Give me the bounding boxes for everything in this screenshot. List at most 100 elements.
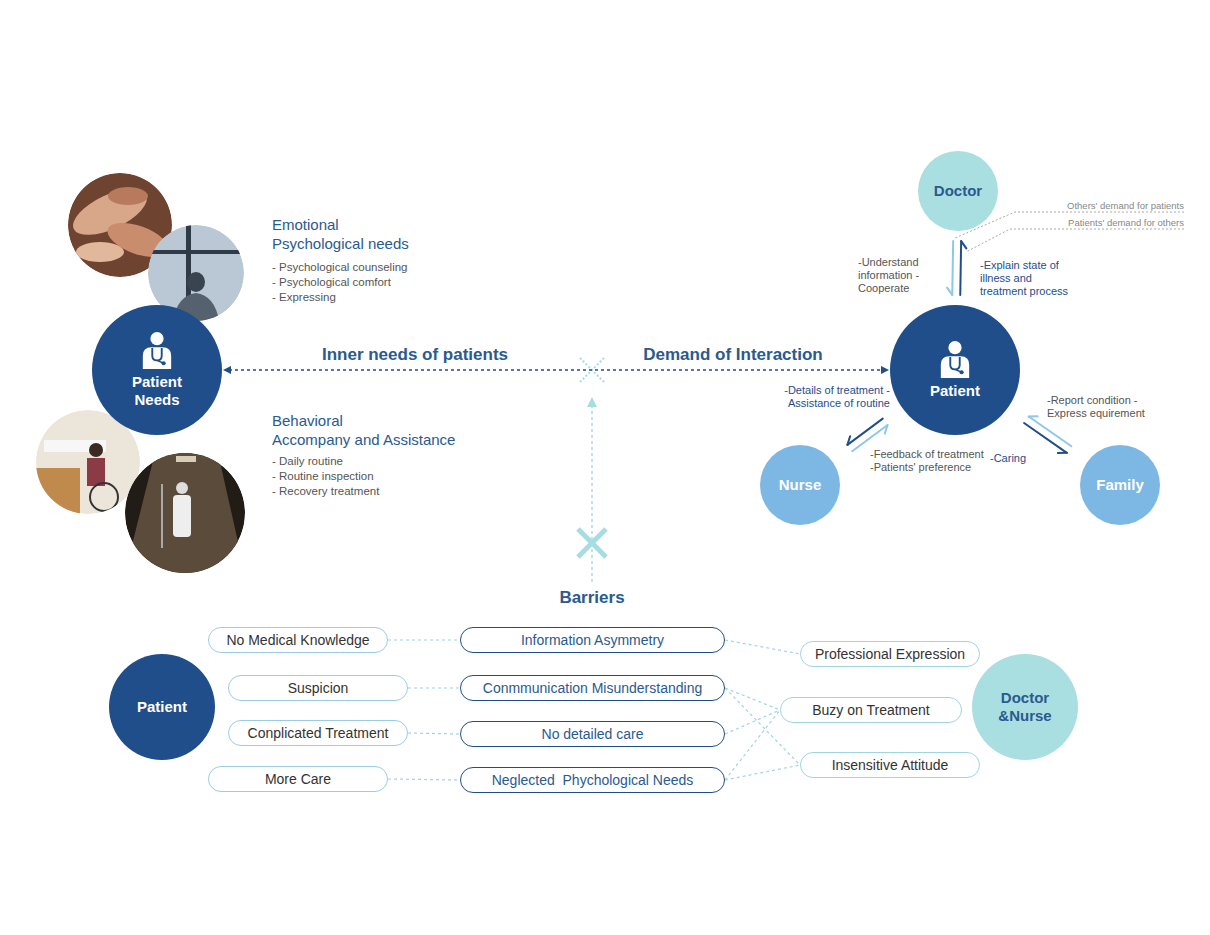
node-text: Buzy on Treatment [812,702,930,719]
barrier-pill: No Medical Knowledge [208,627,388,653]
leader-lines [955,212,1184,252]
node-text: No Medical Knowledge [226,632,369,649]
connector-line [229,369,883,371]
node-text: Patient [930,382,980,400]
connector-line [1029,416,1072,446]
arrowhead [947,288,952,295]
node-text: Family [1096,476,1144,494]
connector [947,241,953,295]
edge-label: -Understand information -Cooperate [858,256,934,296]
edge-label: -Details of treatment -Assistance of rou… [766,384,890,410]
annotation: Emotional [272,216,339,234]
role-circle: Doctor &Nurse [972,654,1078,760]
connector [408,733,460,734]
role-circle: Nurse [760,445,840,525]
arrowhead [1058,452,1067,454]
connector [725,765,800,780]
role-circle: Family [1080,445,1160,525]
edge-label: -Report condition -Express equirement [1047,394,1167,420]
arrowhead [223,366,231,374]
node-text: Information Asymmetry [521,632,664,649]
barrier-pill: No detailed care [460,721,725,747]
role-circle: Patient [890,305,1020,435]
node-text: No detailed care [542,726,644,743]
annotation: Others' demand for patients [1067,200,1184,211]
barrier-pill: Buzy on Treatment [780,697,962,723]
node-text: Doctor [934,182,982,200]
patient-icon [938,340,972,378]
arrowhead [1029,415,1038,417]
connector-line [725,640,800,654]
annotation: Patients' demand for others [1068,217,1184,228]
edge-label: -Explain state of illness and treatment … [980,259,1080,299]
connector [408,688,460,689]
barrier-pill: Neglected Phychological Needs [460,767,725,793]
connector-line [725,710,780,734]
patient-icon-box [140,331,174,369]
connector-line [408,687,460,688]
annotation: - Routine inspection [272,470,374,484]
annotation: Inner needs of patients [322,345,508,365]
connector-line [388,639,460,640]
annotation: Demand of Interaction [643,345,822,365]
connector [725,710,780,780]
connector [725,688,780,710]
arrowhead [847,436,850,445]
barrier-arrow [587,397,597,582]
patient-icon-box [938,340,972,378]
connector-line [951,241,954,295]
node-text: Insensitive Attitude [832,757,949,774]
barrier-pill: Professional Expression [800,641,980,667]
node-text: Professional Expression [815,646,965,663]
annotation: Psychological needs [272,235,409,253]
role-circle: Patient Needs [92,305,222,435]
annotation: Barriers [559,588,624,608]
connector-line [852,425,887,451]
annotation: Behavioral [272,412,343,430]
connector [960,241,966,295]
photo-hallway [125,453,245,573]
annotation: Accompany and Assistance [272,431,455,449]
barrier-pill: Suspicion [228,675,408,701]
barrier-pill: Information Asymmetry [460,627,725,653]
connector [725,640,800,654]
connector [852,425,887,451]
annotation: - Recovery treatment [272,485,379,499]
connector-line [725,688,780,710]
annotation: - Psychological counseling [272,261,408,275]
node-text: Conplicated Treatment [248,725,389,742]
node-text: Conmmunication Misunderstanding [483,680,702,697]
barrier-pill: Conplicated Treatment [228,720,408,746]
node-text: Patient Needs [117,373,197,409]
arrowhead [885,425,888,434]
node-text: Neglected Phychological Needs [492,772,694,789]
connector-line [725,710,780,780]
node-text: Nurse [779,476,822,494]
annotation: - Psychological comfort [272,276,391,290]
barrier-pill: More Care [208,766,388,792]
edge-label: -Caring [990,452,1040,465]
barrier-cross [578,529,606,557]
node-text: More Care [265,771,331,788]
arrowhead [881,366,889,374]
connector [388,779,460,780]
node-text: Doctor &Nurse [989,689,1061,725]
role-circle: Doctor [918,151,998,231]
annotation: - Expressing [272,291,336,305]
annotation: - Daily routine [272,455,343,469]
connector-line [408,733,460,734]
role-circle: Patient [109,654,215,760]
barrier-pill: Insensitive Attitude [800,752,980,778]
node-text: Suspicion [288,680,349,697]
connector [1029,416,1072,446]
patient-icon [140,331,174,369]
arrowhead [961,241,966,248]
edge-label: -Feedback of treatment -Patients' prefer… [870,448,990,474]
connector [223,366,889,374]
connector-line [388,779,460,780]
connector-line [725,765,800,780]
barrier-pill: Conmmunication Misunderstanding [460,675,725,701]
